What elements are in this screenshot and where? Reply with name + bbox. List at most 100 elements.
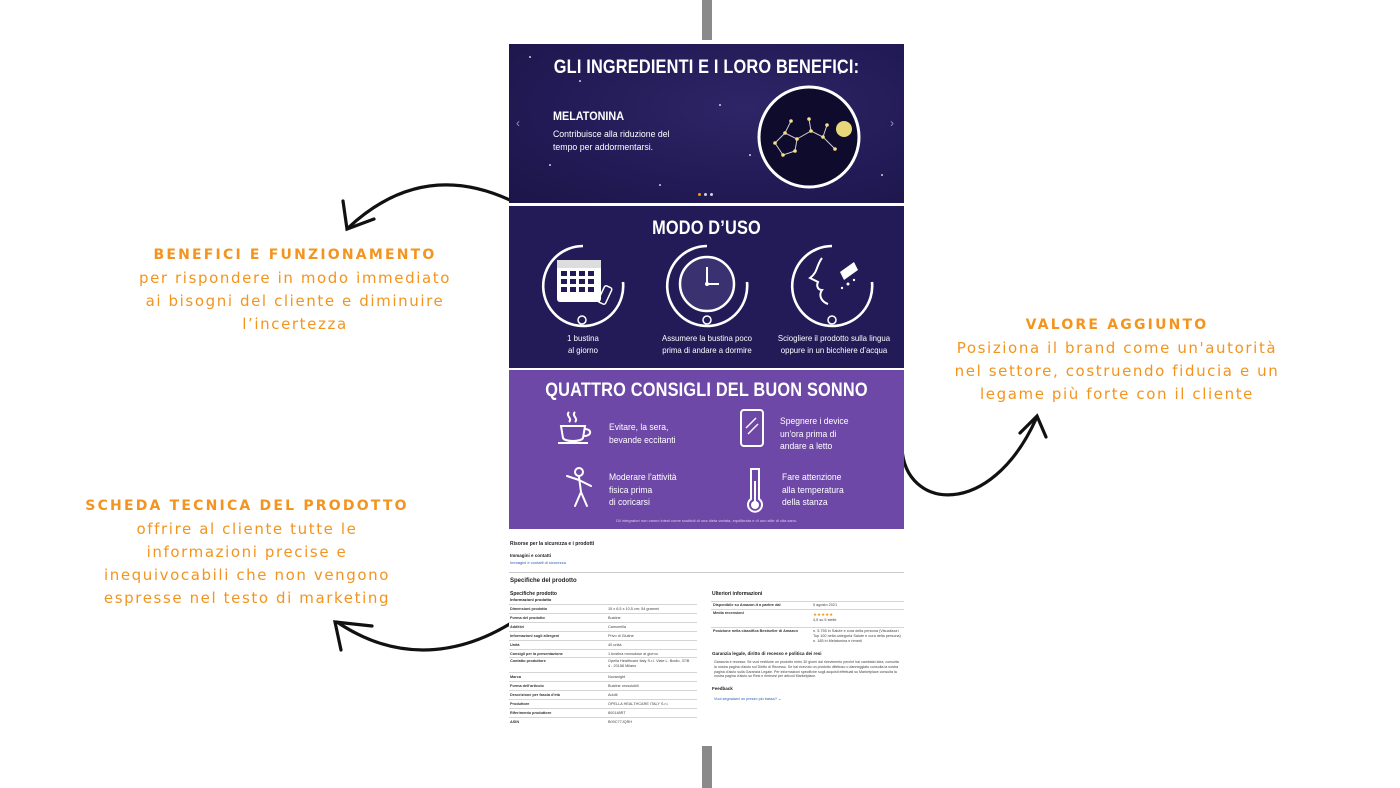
carousel-dot[interactable]	[710, 193, 713, 196]
spec-key: Additivi	[510, 624, 524, 629]
spec-key: Unità	[510, 642, 520, 647]
spec-row: Riferimento produttore 800148RT	[509, 708, 697, 717]
info-row: Media recensioni 4,5 su 5 stelle ★★★★★	[711, 609, 904, 627]
spec-key: Riferimento produttore	[510, 711, 552, 715]
coffee-cup-icon	[558, 411, 592, 444]
spec-section: Risorse per la sicurezza e i prodotti Im…	[509, 534, 904, 746]
spec-value: Bustine orosolubili	[608, 684, 639, 689]
spec-value: B09C77JQRH	[608, 719, 633, 724]
rating-stars-icon: ★★★★★	[813, 612, 834, 617]
spec-key: Marca	[510, 675, 521, 680]
usage-title: MODO D’USO	[652, 218, 761, 239]
clock-icon	[665, 244, 749, 328]
safety-title: Risorse per la sicurezza e i prodotti	[510, 541, 595, 547]
spec-value: 800148RT	[608, 711, 626, 715]
dissolve-tongue-icon	[790, 244, 874, 328]
annotation-text: offrire al cliente tutte le informazioni…	[103, 520, 391, 607]
arrow-scheda	[335, 618, 518, 652]
tips-panel: QUATTRO CONSIGLI DEL BUON SONNO Evitare,…	[509, 370, 904, 529]
carousel-dots[interactable]	[698, 193, 713, 196]
annotation-heading: VALORE AGGIUNTO	[1025, 317, 1209, 333]
annotation-scheda: SCHEDA TECNICA DEL PRODOTTO offrire al c…	[80, 498, 414, 610]
spec-key: Consigli per la presentazione	[510, 651, 563, 656]
legal-text: Garanzia e recesso: Se vuoi restituire u…	[714, 660, 899, 679]
spec-left-subtitle: Informazioni prodotto	[510, 597, 552, 602]
spec-section-title: Specifiche del prodotto	[510, 578, 577, 584]
info-key: Posizione nella classifica Bestseller di…	[713, 629, 798, 633]
spec-row: Additivi Camomilla	[509, 621, 697, 631]
ingredients-title: GLI INGREDIENTI E I LORO BENEFICI:	[553, 57, 860, 78]
spec-value: 15 x 6,5 x 10,5 cm; 54 grammi	[608, 607, 660, 611]
spec-row: Contatto produttore Opella Healthcare Ita…	[509, 657, 697, 672]
spec-key: Informazioni sugli allergeni	[510, 633, 560, 638]
carousel-dot[interactable]	[704, 193, 707, 196]
annotation-heading: BENEFICI E FUNZIONAMENTO	[153, 247, 437, 263]
chevron-right-icon[interactable]: ›	[890, 116, 894, 130]
tip-text: Moderare l’attività fisica prima di cori…	[609, 472, 677, 508]
chevron-left-icon[interactable]: ‹	[516, 116, 520, 130]
spec-key: Contatto produttore	[510, 659, 546, 664]
arrowhead-benefici	[341, 199, 376, 232]
images-title: Immagini e contatti	[510, 553, 552, 558]
ingredient-name: MELATONINA	[553, 109, 625, 123]
page-spine-bottom	[702, 745, 712, 788]
images-link[interactable]: Immagini e contatti di sicurezza	[510, 560, 566, 565]
feedback-link[interactable]: Vuoi segnalarci un prezzo più basso? ⌄	[714, 696, 781, 702]
tips-footnote: Gli integratori non vanno intesi come so…	[615, 518, 798, 523]
spec-value: Privo di Glutine	[608, 633, 634, 638]
spec-value: Novanight	[608, 675, 626, 680]
info-value[interactable]: n. 5.755 in Salute e cura della persona …	[813, 629, 901, 643]
divider	[509, 572, 904, 573]
chevron-down-icon[interactable]: ⌄	[778, 697, 782, 701]
spec-key: Descrizione per fascia d'età	[510, 693, 560, 698]
spec-key: Dimensioni prodotto	[510, 607, 548, 611]
info-value: 5 agosto 2021	[813, 603, 838, 607]
usage-step-label: Assumere la bustina poco prima di andare…	[662, 333, 752, 355]
info-value: 4,5 su 5 stelle	[813, 618, 837, 622]
spec-value: 1 bustina monodose al giorno	[608, 651, 658, 656]
tip-text: Spegnere i device un'ora prima di andare…	[780, 416, 849, 452]
spec-key: ASIN	[510, 719, 520, 724]
usage-step-label: Sciogliere il prodotto sulla lingua oppu…	[777, 333, 891, 355]
carousel-dot[interactable]	[698, 193, 701, 196]
tip-text: Evitare, la sera, bevande eccitanti	[609, 422, 676, 446]
spec-row: Forma del prodotto Bustine	[509, 612, 697, 622]
arrow-valore	[900, 417, 1038, 497]
spec-value: Camomilla	[608, 624, 626, 629]
spec-key: Forma del prodotto	[510, 615, 545, 620]
spec-value: Opella Healthcare Italy S.r.l. Viale L. …	[608, 659, 690, 669]
info-key: Media recensioni	[713, 611, 744, 615]
spec-row: Dimensioni prodotto 15 x 6,5 x 10,5 cm; 5…	[509, 604, 697, 613]
calendar-icon	[541, 244, 625, 328]
arrowhead-scheda	[332, 620, 374, 652]
info-row: Disponibile su Amazon.it a partire dal 5…	[711, 601, 904, 609]
usage-step-label: 1 bustina al giorno	[567, 333, 599, 355]
moon-constellation-icon	[757, 85, 861, 189]
page-spine-top	[702, 0, 712, 40]
spec-key: Forma dell'articolo	[510, 684, 544, 689]
exercise-icon	[566, 467, 592, 507]
feedback-link-label[interactable]: Vuoi segnalarci un prezzo più basso?	[714, 697, 777, 701]
annotation-valore: VALORE AGGIUNTO Posiziona il brand come …	[930, 317, 1304, 406]
ingredient-description: Contribuisce alla riduzione del tempo pe…	[553, 129, 670, 153]
spec-left-title: Specifiche prodotto	[510, 591, 557, 597]
annotation-text: per rispondere in modo immediato ai biso…	[138, 269, 452, 333]
legal-title: Garanzia legale, diritto di recesso e po…	[712, 651, 822, 656]
tips-title: QUATTRO CONSIGLI DEL BUON SONNO	[545, 380, 868, 401]
spec-row: Consigli per la presentazione 1 bustina m…	[509, 648, 697, 658]
ingredients-panel: GLI INGREDIENTI E I LORO BENEFICI: ‹ › M…	[509, 44, 904, 203]
arrowhead-valore	[1018, 413, 1048, 439]
product-page: GLI INGREDIENTI E I LORO BENEFICI: ‹ › M…	[509, 44, 904, 746]
spec-value: Bustine	[608, 615, 621, 620]
feedback-title: Feedback	[712, 686, 733, 691]
spec-row: Marca Novanight	[509, 672, 697, 681]
spec-row: ASIN B09C77JQRH	[509, 716, 697, 726]
arrow-benefici	[346, 183, 518, 230]
spec-row: Forma dell'articolo Bustine orosolubili	[509, 681, 697, 690]
spec-row: Informazioni sugli allergeni Privo di Glu…	[509, 630, 697, 640]
annotation-text: Posiziona il brand come un'autorità nel …	[954, 339, 1280, 403]
